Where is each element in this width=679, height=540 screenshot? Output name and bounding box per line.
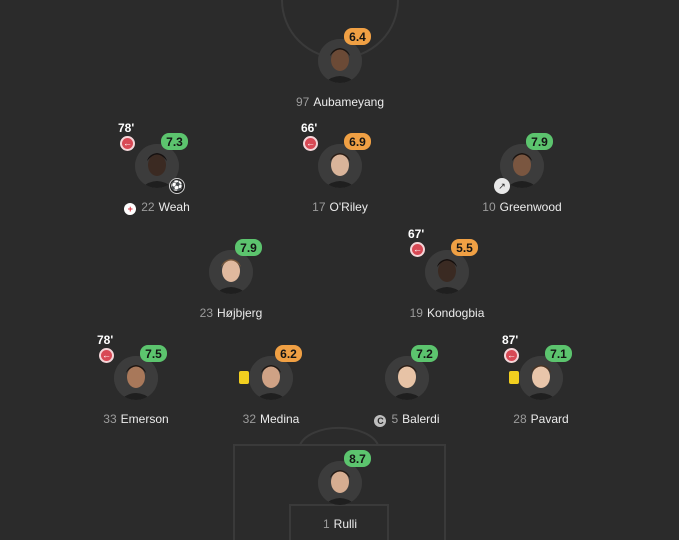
rating-badge: 7.3 (161, 133, 188, 150)
player-number: 5 (391, 412, 399, 426)
player-avatar[interactable] (318, 461, 362, 505)
sub-off-icon: ← (120, 136, 135, 151)
player-avatar[interactable] (519, 356, 563, 400)
player-avatar[interactable] (209, 250, 253, 294)
player-avatar[interactable] (114, 356, 158, 400)
player-number: 23 (199, 306, 213, 320)
player-avatar[interactable] (385, 356, 429, 400)
player-name: Pavard (530, 412, 569, 426)
player-number: 19 (409, 306, 423, 320)
player-name: Kondogbia (426, 306, 485, 320)
substitution-time: 67' (408, 227, 425, 241)
yellow-card-icon (239, 371, 249, 384)
player-number: 22 (141, 200, 155, 214)
player-avatar[interactable] (249, 356, 293, 400)
rating-badge: 7.9 (235, 239, 262, 256)
player-number: 97 (295, 95, 310, 109)
player-name: Balerdi (402, 412, 440, 426)
player-number: 1 (322, 517, 330, 531)
player-number: 28 (513, 412, 527, 426)
player-label[interactable]: 23 Højbjerg (151, 306, 311, 320)
injury-icon: + (124, 203, 137, 215)
rating-badge: 7.9 (526, 133, 553, 150)
substitution-time: 87' (502, 333, 519, 347)
assist-boot-icon: ↗ (494, 178, 510, 194)
player-name: Aubameyang (313, 95, 385, 109)
captain-icon: C (374, 415, 387, 427)
player-avatar[interactable] (318, 39, 362, 83)
substitution-time: 66' (301, 121, 318, 135)
player-number: 10 (482, 200, 496, 214)
player-label[interactable]: 32 Medina (191, 412, 351, 426)
player-name: O'Riley (329, 200, 368, 214)
substitution-time: 78' (118, 121, 135, 135)
substitution-time: 78' (97, 333, 114, 347)
player-name: Greenwood (499, 200, 562, 214)
sub-off-icon: ← (99, 348, 114, 363)
goal-icon: ⚽ (169, 178, 185, 194)
player-name: Højbjerg (217, 306, 263, 320)
rating-badge: 7.2 (411, 345, 438, 362)
player-avatar[interactable] (425, 250, 469, 294)
sub-off-icon: ← (303, 136, 318, 151)
rating-badge: 5.5 (451, 239, 478, 256)
player-number: 32 (242, 412, 256, 426)
player-name: Medina (260, 412, 300, 426)
rating-badge: 7.5 (140, 345, 167, 362)
player-avatar[interactable] (318, 144, 362, 188)
player-name: Rulli (333, 517, 358, 531)
yellow-card-icon (509, 371, 519, 384)
rating-badge: 6.2 (275, 345, 302, 362)
player-name: Weah (158, 200, 190, 214)
rating-badge: 8.7 (344, 450, 371, 467)
player-number: 17 (312, 200, 326, 214)
player-name: Emerson (120, 412, 169, 426)
rating-badge: 7.1 (545, 345, 572, 362)
player-number: 33 (103, 412, 117, 426)
rating-badge: 6.4 (344, 28, 371, 45)
sub-off-icon: ← (504, 348, 519, 363)
sub-off-icon: ← (410, 242, 425, 257)
rating-badge: 6.9 (344, 133, 371, 150)
